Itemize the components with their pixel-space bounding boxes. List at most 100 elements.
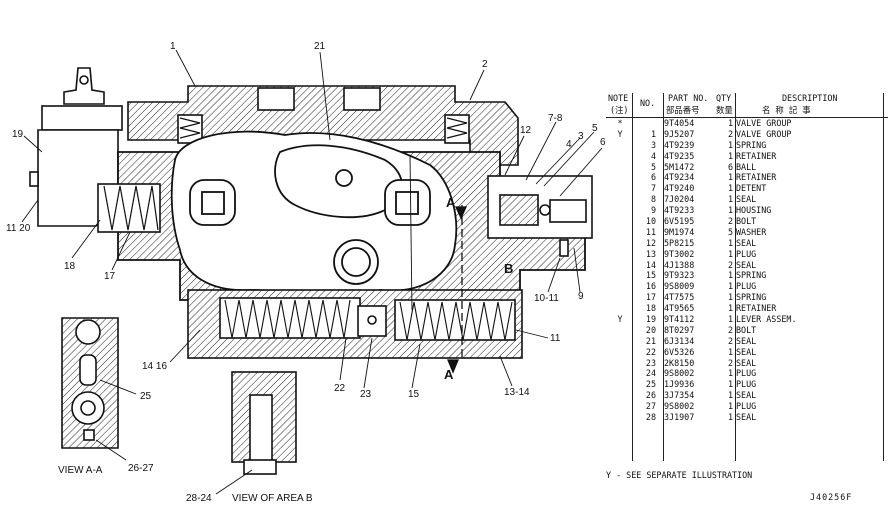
callout-13-14: 13-14 xyxy=(504,387,530,398)
cell-desc: SPRING xyxy=(736,139,767,150)
view-area-b-label: VIEW OF AREA B xyxy=(232,493,313,504)
cell-desc: SEAL xyxy=(736,357,757,368)
cell-part: 3J1907 xyxy=(664,412,695,423)
callout-6: 6 xyxy=(600,137,606,148)
cell-no: 21 xyxy=(645,335,656,346)
cell-desc: PLUG xyxy=(736,368,757,379)
cell-no: 28 xyxy=(645,412,656,423)
callout-15: 15 xyxy=(408,389,420,400)
cell-desc: SEAL xyxy=(736,412,757,423)
cell-desc: PLUG xyxy=(736,281,757,292)
cell-desc: LEVER ASSEM. xyxy=(736,314,797,325)
cell-qty: 1 xyxy=(727,139,733,150)
cell-note: Y xyxy=(617,314,623,325)
cell-part: 4T9233 xyxy=(664,205,695,216)
cell-desc: SEAL xyxy=(736,335,757,346)
cell-note: Y xyxy=(617,128,623,139)
cell-qty: 1 xyxy=(727,292,733,303)
callout-22: 22 xyxy=(334,383,346,394)
cell-desc: RETAINER xyxy=(736,303,777,314)
callout-3: 3 xyxy=(578,131,584,142)
cell-desc: SEAL xyxy=(736,346,757,357)
cell-part: 4T9234 xyxy=(664,172,695,183)
cell-qty: 2 xyxy=(727,324,733,335)
cell-qty: 1 xyxy=(727,237,733,248)
cell-qty: 1 xyxy=(727,281,733,292)
callout-25: 25 xyxy=(140,391,152,402)
cell-part: 9S8002 xyxy=(664,401,695,412)
cell-no: 7 xyxy=(650,183,656,194)
cell-part: 4T9235 xyxy=(664,150,695,161)
table-footnote: Y - SEE SEPARATE ILLUSTRATION xyxy=(606,470,753,480)
leader-lines xyxy=(21,49,603,495)
cell-qty: 1 xyxy=(727,401,733,412)
cell-part: 9M1974 xyxy=(664,226,695,237)
cell-qty: 1 xyxy=(727,194,733,205)
cell-qty: 1 xyxy=(727,205,733,216)
lower-springs xyxy=(224,299,513,341)
cell-part: 6V5195 xyxy=(664,216,695,227)
cell-qty: 1 xyxy=(727,303,733,314)
cell-qty: 1 xyxy=(727,368,733,379)
header-no: NO. xyxy=(640,98,656,108)
cell-no: 15 xyxy=(645,270,656,281)
cell-desc: VALVE GROUP xyxy=(736,118,792,128)
section-mark-a-bottom: A xyxy=(444,367,454,382)
table-divider xyxy=(632,93,633,461)
table-divider xyxy=(735,93,736,461)
callout-2: 2 xyxy=(482,59,488,70)
cell-no: 1 xyxy=(650,128,656,139)
cell-qty: 1 xyxy=(727,248,733,259)
cell-desc: RETAINER xyxy=(736,150,777,161)
cell-no: 25 xyxy=(645,379,656,390)
cell-part: 2K8150 xyxy=(664,357,695,368)
callout-10-11: 10-11 xyxy=(534,293,559,304)
cell-desc: DETENT xyxy=(736,183,767,194)
cell-part: 4T9239 xyxy=(664,139,695,150)
cell-part: 9T4112 xyxy=(664,314,695,325)
cell-part: 9S8002 xyxy=(664,368,695,379)
cell-desc: PLUG xyxy=(736,248,757,259)
cell-part: 6V5326 xyxy=(664,346,695,357)
cell-qty: 2 xyxy=(727,259,733,270)
cell-no: 17 xyxy=(645,292,656,303)
cell-desc: VALVE GROUP xyxy=(736,128,792,139)
cell-part: 4J1388 xyxy=(664,259,695,270)
view-aa-label: VIEW A-A xyxy=(58,465,103,476)
cell-no: 13 xyxy=(645,248,656,259)
left-spring xyxy=(97,183,161,233)
cell-desc: SPRING xyxy=(736,270,767,281)
callout-1: 1 xyxy=(170,41,176,52)
cell-no: 20 xyxy=(645,324,656,335)
callout-18: 18 xyxy=(64,261,76,272)
cell-no: 24 xyxy=(645,368,656,379)
callout-28-24: 28-24 xyxy=(186,493,212,504)
drawing-code: J40256F xyxy=(810,492,853,502)
cell-desc: BOLT xyxy=(736,216,757,227)
upper-springs xyxy=(179,117,468,139)
cell-no: 19 xyxy=(645,314,656,325)
callout-11-20: 11 20 xyxy=(6,223,31,234)
cell-desc: SEAL xyxy=(736,390,757,401)
header-description: DESCRIPTION xyxy=(782,93,838,103)
header-part-no: PART NO. xyxy=(668,93,709,103)
cell-qty: 1 xyxy=(727,150,733,161)
cell-part: 9T9323 xyxy=(664,270,695,281)
cell-desc: BALL xyxy=(736,161,757,172)
cell-part: 6J3134 xyxy=(664,335,695,346)
table-divider xyxy=(883,93,884,461)
callout-19: 19 xyxy=(12,129,24,140)
cell-no: 6 xyxy=(650,172,656,183)
cell-part: 1J9936 xyxy=(664,379,695,390)
cell-desc: PLUG xyxy=(736,379,757,390)
cell-part: 9T4054 xyxy=(664,118,695,128)
